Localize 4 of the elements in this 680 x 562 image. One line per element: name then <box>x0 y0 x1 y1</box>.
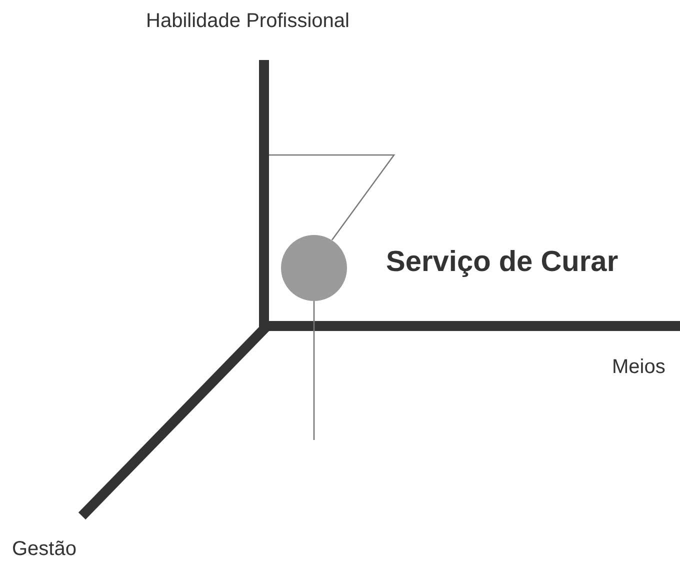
axis-label: Meios <box>612 356 666 379</box>
axis-label: Habilidade Profissional <box>146 10 350 33</box>
point-label: Serviço de Curar <box>386 246 618 279</box>
axis-label: Gestão <box>12 538 76 561</box>
